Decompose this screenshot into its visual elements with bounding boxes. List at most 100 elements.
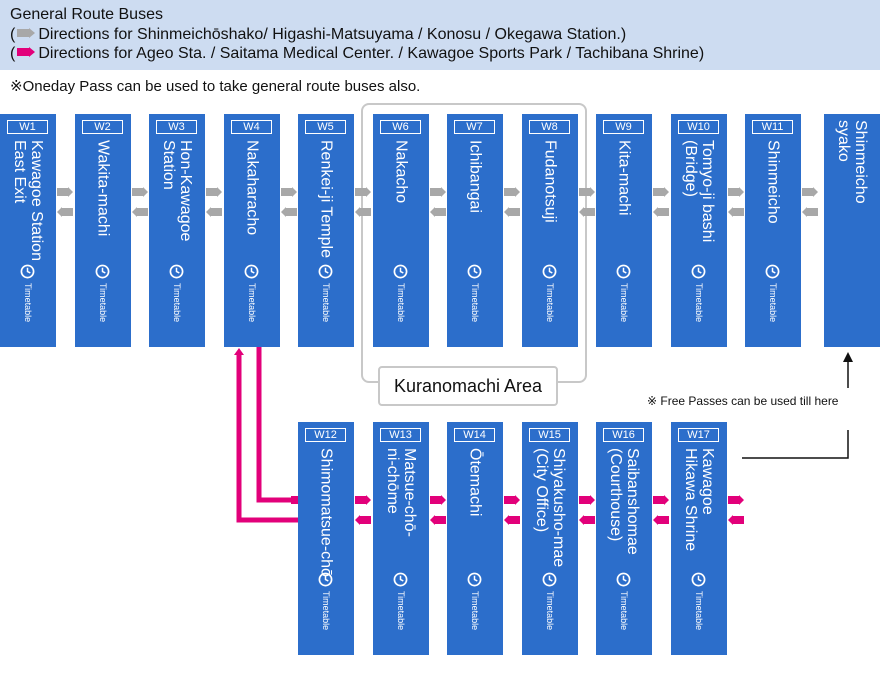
stop-code: W14 bbox=[454, 428, 495, 442]
arrow-gray-icon bbox=[802, 207, 818, 217]
stop-name: Ōtemachi bbox=[466, 448, 484, 517]
stop-terminal[interactable]: Shinmeicho syako bbox=[824, 114, 880, 347]
stop-name: Kita-machi bbox=[615, 140, 633, 216]
stop-name: Wakita-machi bbox=[94, 140, 112, 237]
pink-route-line bbox=[256, 347, 292, 503]
stop-name: Shinmeicho syako bbox=[835, 120, 869, 204]
arrow-pink-icon bbox=[728, 495, 744, 505]
arrow-pink-icon bbox=[355, 495, 371, 505]
clock-icon bbox=[393, 264, 408, 279]
clock-icon bbox=[542, 572, 557, 587]
arrow-pink-icon bbox=[17, 47, 36, 57]
clock-icon bbox=[169, 264, 184, 279]
timetable-link[interactable]: Timetable bbox=[768, 283, 778, 323]
arrow-gray-icon bbox=[653, 207, 669, 217]
oneday-pass-note: ※Oneday Pass can be used to take general… bbox=[10, 78, 421, 95]
arrow-pink-icon bbox=[728, 515, 744, 525]
stop-code: W7 bbox=[454, 120, 495, 134]
arrow-pink-icon bbox=[504, 495, 520, 505]
timetable-link[interactable]: Timetable bbox=[545, 283, 555, 323]
clock-icon bbox=[765, 264, 780, 279]
route-header: General Route Buses ( Directions for Shin… bbox=[0, 0, 880, 70]
stop-name: Shiyakusho-mae (City Office) bbox=[533, 448, 567, 568]
timetable-link[interactable]: Timetable bbox=[619, 283, 629, 323]
stop-name: Kawagoe Hikawa Shrine bbox=[682, 448, 716, 552]
timetable-link[interactable]: Timetable bbox=[321, 283, 331, 323]
stop-name: Nakaharacho bbox=[243, 140, 261, 236]
stop-code: W8 bbox=[529, 120, 570, 134]
stop-code: W11 bbox=[752, 120, 793, 134]
timetable-link[interactable]: Timetable bbox=[396, 591, 406, 631]
dir-gray-paren: ( bbox=[10, 26, 16, 43]
arrow-gray-icon bbox=[504, 187, 520, 197]
clock-icon bbox=[318, 572, 333, 587]
arrow-pink-icon bbox=[653, 515, 669, 525]
timetable-link[interactable]: Timetable bbox=[321, 591, 331, 631]
stop-code: W6 bbox=[380, 120, 421, 134]
arrow-pink-icon bbox=[234, 348, 244, 355]
arrow-pink-icon bbox=[355, 515, 371, 525]
arrow-gray-icon bbox=[206, 207, 222, 217]
arrow-gray-icon bbox=[728, 187, 744, 197]
up-arrow-icon bbox=[843, 352, 853, 362]
arrow-pink-icon bbox=[579, 515, 595, 525]
arrow-gray-icon bbox=[430, 207, 446, 217]
stop-code: W13 bbox=[380, 428, 421, 442]
timetable-link[interactable]: Timetable bbox=[619, 591, 629, 631]
stop-code: W2 bbox=[82, 120, 123, 134]
timetable-link[interactable]: Timetable bbox=[694, 283, 704, 323]
stop-code: W17 bbox=[678, 428, 719, 442]
timetable-link[interactable]: Timetable bbox=[247, 283, 257, 323]
kuranomachi-area-label: Kuranomachi Area bbox=[378, 366, 558, 406]
arrow-gray-icon bbox=[579, 207, 595, 217]
arrow-pink-icon bbox=[504, 515, 520, 525]
stop-code: W12 bbox=[305, 428, 346, 442]
free-pass-line bbox=[742, 430, 849, 459]
arrow-gray-icon bbox=[281, 207, 297, 217]
pink-route-line bbox=[236, 353, 298, 523]
clock-icon bbox=[20, 264, 35, 279]
arrow-pink-icon bbox=[579, 495, 595, 505]
timetable-link[interactable]: Timetable bbox=[470, 591, 480, 631]
timetable-link[interactable]: Timetable bbox=[98, 283, 108, 323]
arrow-gray-icon bbox=[57, 187, 73, 197]
arrow-gray-icon bbox=[17, 28, 36, 38]
clock-icon bbox=[393, 572, 408, 587]
timetable-link[interactable]: Timetable bbox=[545, 591, 555, 631]
arrow-gray-icon bbox=[579, 187, 595, 197]
stop-name: Renkei-ji Temple bbox=[317, 140, 335, 258]
timetable-link[interactable]: Timetable bbox=[23, 283, 33, 323]
stop-code: W4 bbox=[231, 120, 272, 134]
arrow-gray-icon bbox=[504, 207, 520, 217]
timetable-link[interactable]: Timetable bbox=[396, 283, 406, 323]
header-title: General Route Buses bbox=[10, 6, 163, 23]
stop-code: W16 bbox=[603, 428, 644, 442]
arrow-gray-icon bbox=[281, 187, 297, 197]
arrow-pink-icon bbox=[653, 495, 669, 505]
dir-gray-text: Directions for Shinmeichōshako/ Higashi-… bbox=[38, 26, 627, 43]
timetable-link[interactable]: Timetable bbox=[470, 283, 480, 323]
clock-icon bbox=[616, 264, 631, 279]
clock-icon bbox=[467, 264, 482, 279]
stop-code: W5 bbox=[305, 120, 346, 134]
timetable-link[interactable]: Timetable bbox=[694, 591, 704, 631]
direction-pink: (Directions for Ageo Sta. / Saitama Medi… bbox=[10, 45, 704, 63]
timetable-link[interactable]: Timetable bbox=[172, 283, 182, 323]
